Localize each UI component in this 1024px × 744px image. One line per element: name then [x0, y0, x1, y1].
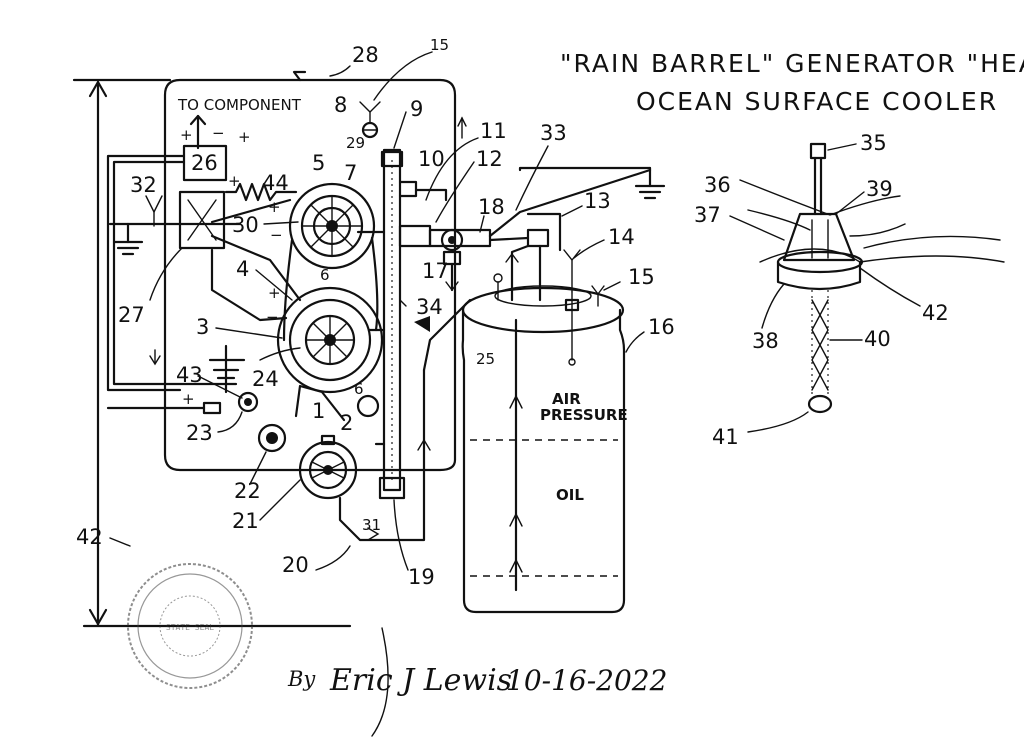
label-23: 23 — [186, 421, 213, 445]
label-35: 35 — [860, 131, 887, 155]
label-2: 2 — [340, 411, 353, 435]
relay-27 — [178, 190, 226, 250]
label-40: 40 — [864, 327, 891, 351]
label-25: 25 — [476, 350, 495, 368]
svg-text:−: − — [212, 124, 225, 142]
label-16: 16 — [648, 315, 675, 339]
upper-rotor-5 — [288, 182, 376, 270]
label-6a: 6 — [320, 266, 330, 284]
label-12: 12 — [476, 147, 503, 171]
oil-label: OIL — [556, 486, 584, 504]
label-9: 9 — [410, 97, 423, 121]
svg-text:+: + — [268, 198, 281, 216]
svg-text:+: + — [182, 390, 195, 408]
svg-text:+: + — [228, 172, 241, 190]
seal-text: STATE SEAL — [166, 623, 214, 632]
title-line-1: "RAIN BARREL" GENERATOR "HEAD" — [560, 49, 1024, 78]
label-6b: 6 — [354, 380, 364, 398]
label-22: 22 — [234, 479, 261, 503]
notary-seal-icon: STATE SEAL — [127, 563, 253, 689]
label-1: 1 — [312, 399, 325, 423]
label-43: 43 — [176, 363, 203, 387]
label-41: 41 — [712, 425, 739, 449]
label-31: 31 — [362, 516, 381, 534]
label-30: 30 — [232, 213, 259, 237]
label-4: 4 — [236, 257, 249, 281]
label-42-right: 42 — [922, 301, 949, 325]
base-fitting-19 — [378, 476, 406, 500]
svg-text:+: + — [268, 284, 281, 302]
label-14: 14 — [608, 225, 635, 249]
label-10: 10 — [418, 147, 445, 171]
pressure-label: PRESSURE — [540, 406, 628, 424]
label-28: 28 — [352, 43, 379, 67]
ocean-cooler-device — [739, 142, 1005, 414]
height-dimension — [72, 78, 352, 628]
air-oil-tank-16 — [461, 285, 626, 614]
label-17: 17 — [422, 259, 449, 283]
label-27: 27 — [118, 303, 145, 327]
svg-text:+: + — [180, 126, 193, 144]
label-37: 37 — [694, 203, 721, 227]
label-38: 38 — [752, 329, 779, 353]
signature-name: Eric J Lewis — [329, 663, 512, 698]
signature-date: 10-16-2022 — [506, 664, 667, 697]
label-15-right: 15 — [628, 265, 655, 289]
label-18: 18 — [478, 195, 505, 219]
label-20: 20 — [282, 553, 309, 577]
label-15-top: 15 — [430, 36, 449, 54]
label-8: 8 — [334, 93, 347, 117]
label-5: 5 — [312, 151, 325, 175]
label-11: 11 — [480, 119, 507, 143]
svg-text:−: − — [266, 308, 279, 326]
label-39: 39 — [866, 177, 893, 201]
to-component-label: TO COMPONENT — [177, 96, 302, 114]
label-19: 19 — [408, 565, 435, 589]
label-24: 24 — [252, 367, 279, 391]
label-21: 21 — [232, 509, 259, 533]
svg-text:+: + — [238, 128, 251, 146]
title-line-2: OCEAN SURFACE COOLER — [636, 87, 998, 116]
label-29: 29 — [346, 134, 365, 152]
turbine-21 — [298, 434, 358, 500]
vertical-tube-34 — [382, 148, 402, 492]
signature-by: By — [287, 667, 316, 691]
label-36: 36 — [704, 173, 731, 197]
label-33: 33 — [540, 121, 567, 145]
lower-rotor-3 — [276, 286, 384, 394]
label-3: 3 — [196, 315, 209, 339]
air-label: AIR — [552, 390, 581, 408]
svg-text:−: − — [270, 226, 283, 244]
label-34: 34 — [416, 295, 443, 319]
signature-flourish — [371, 627, 389, 737]
label-42-left: 42 — [76, 525, 103, 549]
label-7: 7 — [344, 161, 357, 185]
label-13: 13 — [584, 189, 611, 213]
label-32: 32 — [130, 173, 157, 197]
housing-outline — [163, 78, 457, 472]
label-26: 26 — [191, 151, 218, 175]
